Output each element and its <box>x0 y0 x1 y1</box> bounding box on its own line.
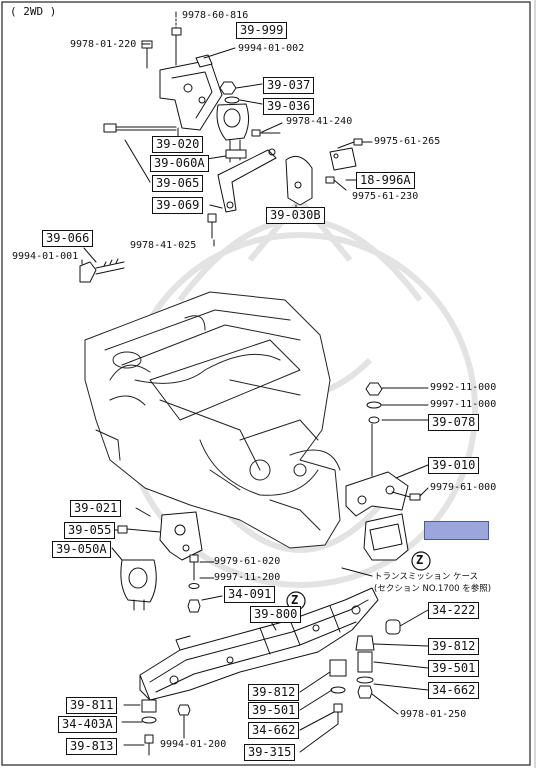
part-box: 39-069 <box>152 197 204 214</box>
part-box: 39-315 <box>244 744 296 761</box>
part-label: 9978-41-240 <box>286 116 353 127</box>
left-mount-rubber <box>120 559 157 603</box>
part-label: 9997-11-200 <box>214 572 281 583</box>
part-label: 9994-01-002 <box>238 43 305 54</box>
part-box: 39-812 <box>248 684 300 701</box>
part-box: 39-021 <box>70 500 122 517</box>
engine-mount-upper <box>216 103 250 163</box>
part-box: 39-020 <box>152 136 204 153</box>
part-box: 39-501 <box>248 702 300 719</box>
transmission-note-line2: (セクション NO.1700 を参照) <box>374 584 492 594</box>
part-label: 9997-11-000 <box>430 399 497 410</box>
engine-block <box>84 291 341 549</box>
part-label: 9975-61-265 <box>374 136 441 147</box>
part-label: 9978-41-025 <box>130 240 197 251</box>
reference-mark: Z <box>291 593 299 607</box>
part-box: 39-050A <box>52 541 111 558</box>
part-label: 9979-61-000 <box>430 482 497 493</box>
part-box: 34-662 <box>428 682 480 699</box>
part-label: 9994-01-001 <box>12 251 79 262</box>
part-box: 34-403A <box>58 716 117 733</box>
part-box: 18-996A <box>356 172 415 189</box>
part-box: 34-662 <box>248 722 300 739</box>
part-label: 9978-60-816 <box>182 10 249 21</box>
mount-bracket-right <box>285 155 313 206</box>
part-box: 34-222 <box>428 602 480 619</box>
crossmember <box>139 587 379 701</box>
transmission-mount <box>363 513 409 561</box>
transmission-bracket <box>345 471 409 517</box>
part-box: 39-812 <box>428 638 480 655</box>
part-box: 39-065 <box>152 175 204 192</box>
part-label: 9978-01-220 <box>70 39 137 50</box>
part-box: 39-501 <box>428 660 480 677</box>
part-label: 9992-11-000 <box>430 382 497 393</box>
engine-bracket <box>159 59 223 131</box>
part-box: 39-999 <box>236 22 288 39</box>
part-box: 39-055 <box>64 522 116 539</box>
part-box: 39-037 <box>263 77 315 94</box>
part-box: 39-811 <box>66 697 118 714</box>
reference-circle-1 <box>411 551 431 571</box>
part-label: 9994-01-200 <box>160 739 227 750</box>
part-label: 9975-61-230 <box>352 191 419 202</box>
transmission-note-line1: トランスミッション ケース <box>374 572 479 582</box>
reference-mark: Z <box>416 553 424 567</box>
stud-and-nut <box>79 258 125 283</box>
part-box: 39-060A <box>150 155 209 172</box>
part-label: 9978-01-250 <box>400 709 467 720</box>
part-box: 34-091 <box>224 586 276 603</box>
part-label: 9979-61-020 <box>214 556 281 567</box>
part-box: 39-010 <box>428 457 480 474</box>
part-box: 39-813 <box>66 738 118 755</box>
bracket-arm <box>217 149 277 213</box>
part-box: 39-066 <box>42 230 94 247</box>
part-box: 39-030B <box>266 207 325 224</box>
long-bolt <box>103 123 177 133</box>
part-box: 39-036 <box>263 98 315 115</box>
left-mount-bracket <box>159 511 203 561</box>
part-box: 39-078 <box>428 414 480 431</box>
bolt-top <box>171 14 182 66</box>
part-box: 39-800 <box>250 606 302 623</box>
bolt-left-upper <box>141 40 153 69</box>
variant-label: ( 2WD ) <box>10 5 57 18</box>
highlight-box[interactable] <box>424 521 489 540</box>
